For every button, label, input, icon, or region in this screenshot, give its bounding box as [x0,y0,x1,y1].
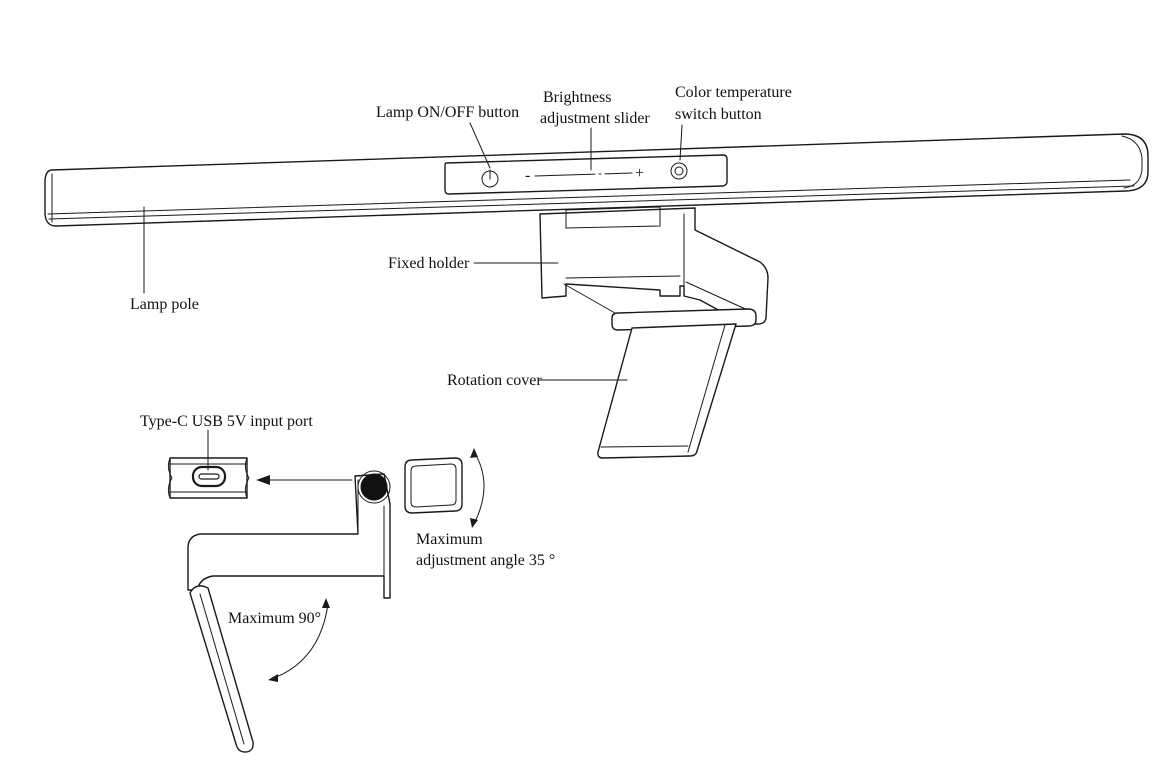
power-icon[interactable] [481,169,499,188]
fixed-holder-label: Fixed holder [388,255,470,272]
lamp-pole-label: Lamp pole [130,296,199,313]
max-angle-label-line1: Maximum [416,531,483,548]
usb-port-label: Type-C USB 5V input port [140,413,313,430]
control-panel: - + [444,154,728,195]
rotate-90-arc [268,598,330,682]
rotation-cover [597,308,757,459]
color-temp-label-line1: Color temperature [675,84,792,101]
rotation-cover-label: Rotation cover [447,372,542,389]
leader-lines [143,122,683,471]
mount-side-profile [187,457,463,753]
slider-minus-sign: - [525,167,530,184]
fixed-holder [539,206,769,325]
brightness-label-line1: Brightness [543,89,611,106]
tilt-35-arc [470,448,485,528]
lamp-switch-label: Lamp ON/OFF button [376,104,519,121]
max-90-label: Maximum 90° [228,610,321,627]
lamp-head-section [404,457,463,514]
color-temperature-icon[interactable] [670,162,688,180]
slider-plus-sign: + [635,165,644,182]
max-angle-label-line2: adjustment angle 35 ° [416,552,555,569]
usb-direction-arrow [256,475,353,485]
brightness-label-line2: adjustment slider [540,110,650,127]
usb-c-port-icon [167,457,250,499]
hinge-knob [360,473,388,501]
brightness-slider[interactable]: - + [525,165,644,184]
color-temp-label-line2: switch button [675,106,762,123]
